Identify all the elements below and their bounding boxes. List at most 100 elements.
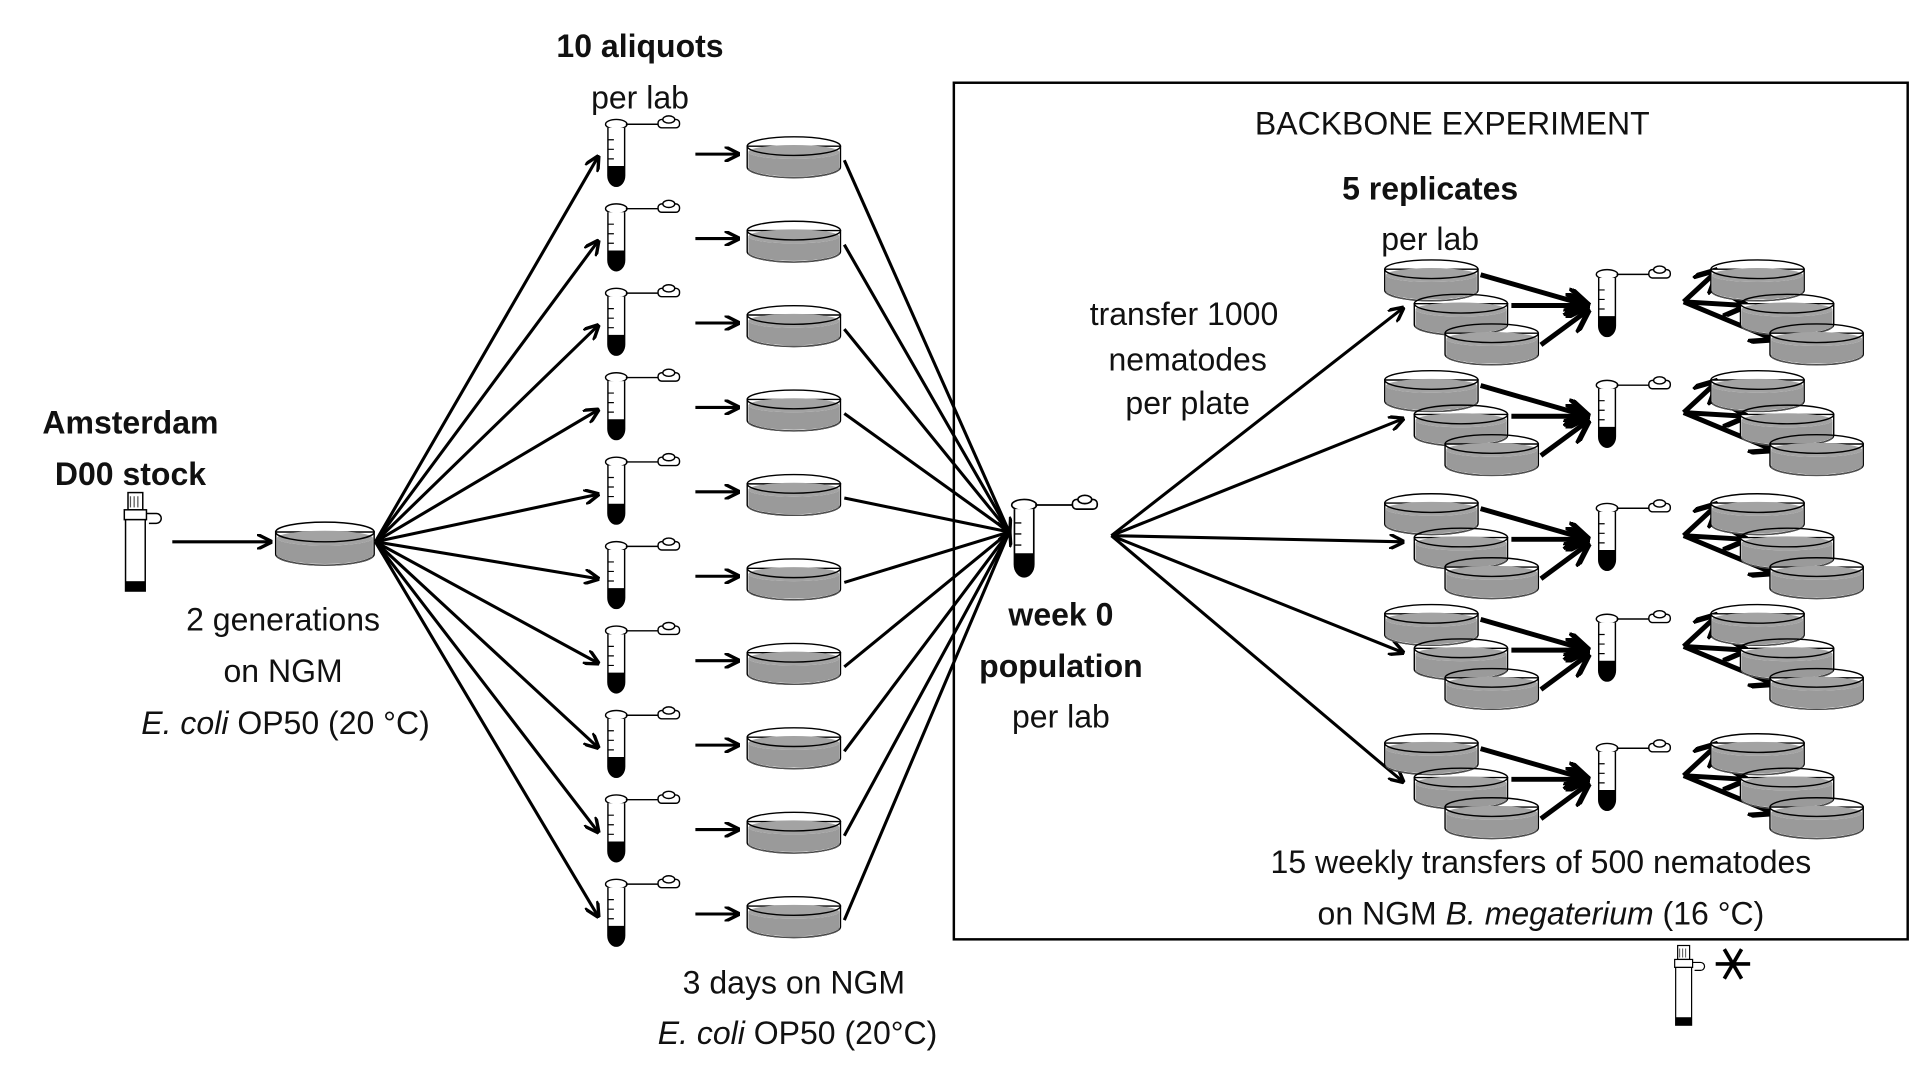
petri-dish-icon: [746, 811, 842, 854]
aliquots-title: 10 aliquots: [556, 28, 723, 64]
backbone-footer1: 15 weekly transfers of 500 nematodes: [1271, 844, 1812, 880]
arrow-icon: [842, 243, 1011, 533]
backbone-experiment-box: [952, 81, 1909, 941]
stock-label-line2: D00 stock: [55, 456, 206, 492]
arrow-icon: [1110, 534, 1403, 782]
arrow-icon: [843, 496, 1010, 534]
arrow-icon: [374, 325, 598, 543]
eppendorf-tube-icon: [604, 115, 681, 188]
arrow-icon: [1111, 536, 1403, 542]
eppendorf-tube-icon: [1595, 739, 1672, 812]
eppendorf-tube-icon: [604, 875, 681, 947]
eppendorf-tube-icon: [1595, 265, 1672, 338]
arrow-icon: [843, 530, 1010, 584]
arrow-icon: [843, 531, 1011, 753]
replicates-subtitle: per lab: [1381, 221, 1479, 257]
arrow-icon: [1683, 302, 1746, 306]
generated-marks: [374, 115, 1864, 947]
arrow-icon: [1683, 646, 1746, 650]
footer2-pre: on NGM: [1318, 896, 1446, 932]
arrow-icon: [843, 530, 1011, 669]
arrow-icon: [843, 328, 1011, 533]
arrow-icon: [374, 540, 598, 832]
petri-dish-icon: [746, 473, 842, 517]
arrow-icon: [842, 532, 1009, 921]
stock-organism: E. coli: [141, 705, 229, 741]
eppendorf-tube-icon: [604, 284, 681, 356]
petri-dish-icon: [746, 136, 842, 179]
aliquot-condition: OP50 (20°C): [745, 1015, 937, 1051]
footer2-post: (16 °C): [1654, 896, 1765, 932]
cryo-tube-icon: [123, 491, 162, 592]
eppendorf-tube-icon: [604, 368, 681, 441]
arrow-icon: [375, 494, 598, 544]
eppendorf-tube-icon: [1595, 499, 1672, 572]
week0-line2: population: [979, 648, 1143, 684]
petri-dish-icon: [746, 389, 842, 432]
week0-line1: week 0: [1007, 596, 1113, 632]
petri-dish-icon: [274, 521, 375, 566]
backbone-footer2: on NGM B. megaterium (16 °C): [1318, 896, 1765, 932]
snowflake-icon: [1715, 948, 1751, 980]
arrow-icon: [1479, 506, 1588, 540]
arrow-icon: [1110, 419, 1403, 538]
arrow-icon: [1110, 308, 1403, 537]
eppendorf-tube-icon: [1595, 609, 1672, 682]
arrow-icon: [1683, 776, 1746, 780]
arrow-icon: [1539, 784, 1588, 821]
transfer-line1: transfer 1000: [1090, 296, 1279, 332]
arrow-icon: [374, 157, 598, 543]
week0-line3: per lab: [1012, 699, 1110, 735]
arrow-icon: [375, 540, 598, 579]
petri-dish-icon: [746, 558, 842, 601]
eppendorf-tube-icon: [604, 621, 681, 694]
arrow-icon: [374, 540, 598, 663]
arrow-icon: [1479, 746, 1588, 780]
arrow-icon: [374, 540, 598, 748]
eppendorf-tube-icon: [1595, 376, 1672, 448]
footer2-organism: B. megaterium: [1446, 896, 1654, 932]
petri-dish-icon: [746, 304, 842, 348]
eppendorf-tube-icon: [604, 790, 681, 863]
transfer-line3: per plate: [1125, 385, 1250, 421]
stock-condition: OP50 (20 °C): [228, 705, 429, 741]
arrow-icon: [1479, 272, 1588, 306]
eppendorf-tube-icon: [1010, 494, 1099, 578]
arrow-icon: [1479, 383, 1588, 417]
arrow-icon: [1539, 310, 1588, 347]
replicates-title: 5 replicates: [1342, 171, 1518, 207]
arrow-icon: [374, 541, 598, 917]
backbone-title: BACKBONE EXPERIMENT: [1255, 105, 1650, 141]
arrow-icon: [1683, 536, 1746, 540]
eppendorf-tube-icon: [604, 537, 681, 610]
transfer-line2: nematodes: [1109, 342, 1267, 378]
arrow-icon: [842, 531, 1011, 837]
eppendorf-tube-icon: [604, 199, 681, 272]
arrow-icon: [374, 241, 598, 543]
petri-dish-icon: [746, 727, 842, 770]
stock-culture-line1: 2 generations: [186, 601, 380, 637]
aliquot-culture-line1: 3 days on NGM: [683, 965, 905, 1001]
stock-culture-line3: E. coli OP50 (20 °C): [141, 705, 429, 741]
stock-culture-line2: on NGM: [224, 653, 343, 689]
arrow-icon: [843, 412, 1011, 534]
arrow-icon: [1539, 421, 1588, 458]
aliquots-subtitle: per lab: [591, 80, 689, 116]
eppendorf-tube-icon: [604, 452, 681, 525]
arrow-icon: [1539, 544, 1588, 581]
aliquot-organism: E. coli: [658, 1015, 746, 1051]
arrow-icon: [1479, 616, 1588, 650]
petri-dish-icon: [746, 895, 842, 939]
cryo-tube-icon: [1674, 944, 1706, 1026]
arrow-icon: [1539, 655, 1588, 692]
petri-dish-icon: [746, 642, 842, 685]
arrow-icon: [842, 159, 1009, 532]
stock-label-line1: Amsterdam: [42, 404, 218, 440]
petri-dish-icon: [746, 220, 842, 263]
arrow-icon: [374, 410, 598, 544]
aliquot-culture-line2: E. coli OP50 (20°C): [658, 1015, 938, 1051]
arrow-icon: [1110, 534, 1403, 653]
eppendorf-tube-icon: [604, 706, 681, 779]
